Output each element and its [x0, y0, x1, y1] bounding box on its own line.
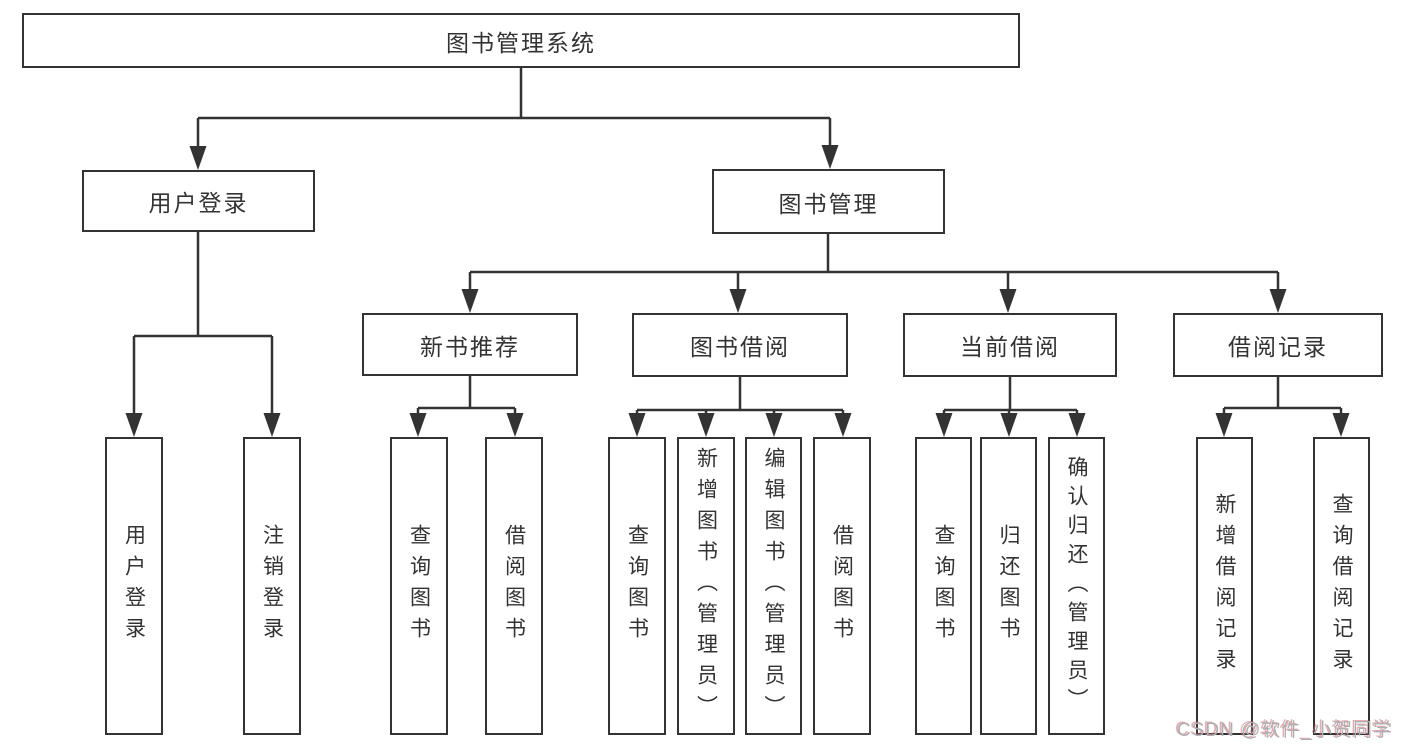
node-label: 用户登录	[148, 190, 249, 216]
leaf-label: 确认归还（管理员）	[1065, 455, 1088, 717]
leaf-query-books: 查询图书	[915, 437, 972, 735]
node-library-management-system: 图书管理系统	[22, 13, 1020, 68]
leaf-label: 归还图书	[997, 524, 1020, 648]
leaf-label: 新增借阅记录	[1213, 493, 1236, 679]
leaf-add-borrow-record: 新增借阅记录	[1196, 437, 1253, 735]
leaf-label: 用户登录	[122, 524, 146, 648]
leaf-add-books-admin: 新增图书（管理员）	[677, 437, 735, 735]
leaf-borrow-books: 借阅图书	[485, 437, 543, 735]
leaf-label: 查询图书	[625, 524, 649, 648]
leaf-edit-books-admin: 编辑图书（管理员）	[745, 437, 802, 735]
leaf-return-books: 归还图书	[980, 437, 1037, 735]
node-label: 新书推荐	[420, 333, 520, 360]
leaf-label: 借阅图书	[830, 524, 854, 648]
leaf-label: 查询图书	[932, 524, 955, 648]
leaf-label: 查询图书	[407, 524, 431, 648]
node-label: 图书管理系统	[446, 29, 596, 56]
leaf-user-login: 用户登录	[105, 437, 163, 735]
leaf-label: 注销登录	[260, 524, 284, 648]
csdn-watermark: CSDN @软件_小贺同学	[1177, 720, 1393, 741]
node-label: 借阅记录	[1228, 334, 1328, 360]
node-borrowing-record: 借阅记录	[1173, 313, 1383, 377]
leaf-borrow-books: 借阅图书	[813, 437, 871, 735]
leaf-logout: 注销登录	[243, 437, 301, 735]
node-current-borrowing: 当前借阅	[903, 313, 1117, 377]
leaf-query-books: 查询图书	[608, 437, 666, 735]
leaf-label: 编辑图书（管理员）	[762, 446, 785, 726]
leaf-query-borrow-record: 查询借阅记录	[1313, 437, 1370, 735]
node-book-borrowing: 图书借阅	[632, 313, 848, 377]
node-label: 当前借阅	[960, 334, 1060, 360]
leaf-label: 新增图书（管理员）	[694, 446, 718, 726]
node-book-management: 图书管理	[712, 169, 945, 234]
node-user-login: 用户登录	[82, 170, 315, 232]
leaf-label: 借阅图书	[502, 524, 526, 648]
node-label: 图书管理	[778, 190, 879, 217]
arrowhead-icons	[125, 145, 1350, 437]
leaf-query-books: 查询图书	[390, 437, 448, 735]
leaf-confirm-return-admin: 确认归还（管理员）	[1048, 437, 1105, 735]
leaf-label: 查询借阅记录	[1330, 493, 1353, 679]
node-new-book-recommendation: 新书推荐	[362, 313, 578, 376]
node-label: 图书借阅	[690, 334, 790, 360]
